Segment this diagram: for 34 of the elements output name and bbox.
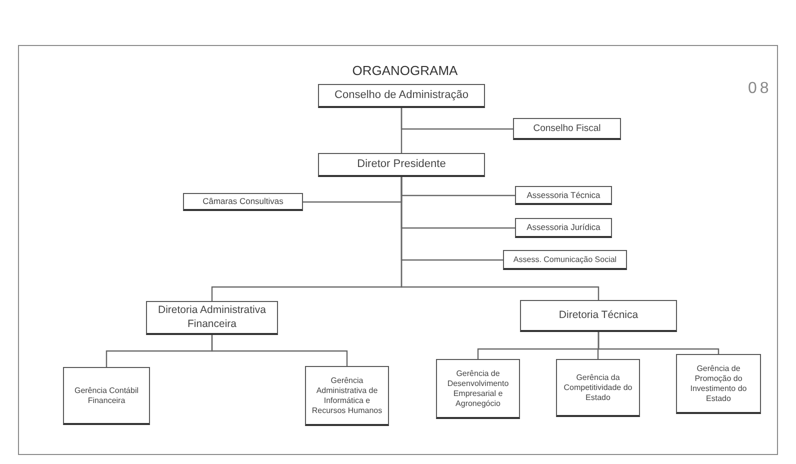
org-box (515, 218, 612, 238)
unit-name: Assess. Comunicação Social (513, 254, 617, 264)
connector-line (598, 332, 720, 354)
unit-name: Gerência Contábil Financeira (73, 386, 140, 406)
unit-name: Assessoria Jurídica (526, 222, 600, 233)
unit-name: Assessoria Técnica (526, 190, 600, 200)
org-box (436, 359, 520, 419)
org-box (146, 301, 278, 335)
unit-name: Gerência de Promoção do Investimento do Estado (689, 364, 748, 404)
org-box (513, 118, 621, 140)
connector-line (211, 335, 348, 366)
org-box (556, 359, 640, 417)
unit-name: Gerência Administrativa de Informática e Recursos Humanos (310, 376, 384, 416)
org-box (515, 186, 612, 205)
org-box (305, 366, 389, 426)
org-box (520, 300, 677, 332)
page-number: 08 (748, 80, 772, 98)
org-box (503, 250, 627, 270)
unit-name: Câmaras Consultivas (202, 196, 284, 207)
connector-line (400, 108, 402, 153)
unit-name: Diretoria Técnica (558, 308, 638, 322)
unit-name: Gerência de Desenvolvimento Empresarial e Agronegócio (446, 368, 510, 408)
unit-name: Diretor Presidente (357, 158, 446, 172)
unit-name: Conselho de Administração (334, 88, 468, 102)
unit-name: Gerência da Competitividade do Estado (562, 372, 634, 402)
diagram-title: ORGANOGRAMA (351, 63, 459, 78)
org-box (183, 193, 303, 211)
org-box (318, 84, 485, 108)
org-box (318, 153, 485, 177)
unit-name: Diretoria Administrativa Financeira (157, 304, 267, 331)
connector-line (400, 177, 600, 300)
unit-name: Conselho Fiscal (533, 122, 601, 134)
org-box (676, 354, 761, 414)
org-box (63, 367, 150, 425)
